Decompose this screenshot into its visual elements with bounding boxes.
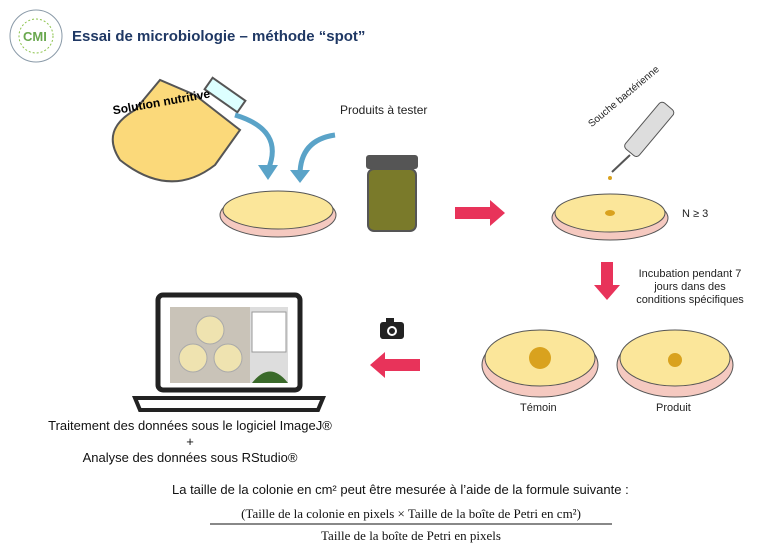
petri-dish-inoculated [551, 193, 669, 241]
processing-text: Traitement des données sous le logiciel … [40, 418, 340, 466]
arrow-down-icon [594, 262, 620, 300]
cmi-logo [9, 9, 63, 63]
curved-arrow-icon [234, 112, 275, 171]
camera-icon [380, 318, 404, 339]
incubation-label: Incubation pendant 7 jours dans des cond… [636, 268, 744, 306]
formula-intro: La taille de la colonie en cm² peut être… [172, 482, 629, 497]
product-jar-icon [366, 155, 418, 232]
arrow-left-icon [370, 352, 420, 378]
pipette-icon [608, 101, 675, 180]
processing-line-1: Traitement des données sous le logiciel … [48, 418, 332, 433]
products-label: Produits à tester [340, 103, 428, 117]
control-label: Témoin [520, 402, 557, 414]
arrow-right-icon [455, 200, 505, 226]
petri-dish-empty [219, 190, 337, 238]
flask-icon [111, 76, 247, 183]
laptop-icon [132, 292, 326, 412]
petri-dish-product [616, 329, 734, 398]
n-label: N ≥ 3 [682, 208, 709, 220]
formula-numerator: (Taille de la colonie en pixels × Taille… [241, 506, 581, 521]
logo-text: CMI [23, 29, 47, 44]
processing-plus: + [186, 434, 194, 449]
curved-arrow-icon [297, 132, 336, 176]
product-label: Produit [656, 402, 691, 414]
petri-dish-control [481, 329, 599, 398]
formula-denominator: Taille de la boîte de Petri en pixels [321, 528, 501, 543]
page-title: Essai de microbiologie – méthode “spot” [72, 28, 366, 45]
processing-line-2: Analyse des données sous RStudio® [82, 450, 298, 465]
